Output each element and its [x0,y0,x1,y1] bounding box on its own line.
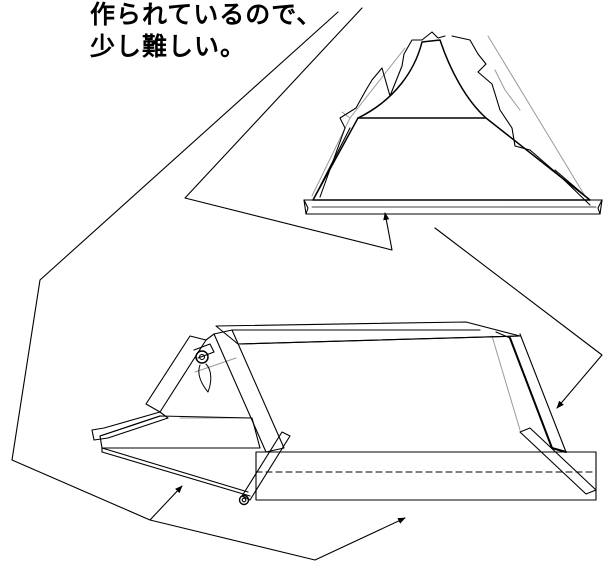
flat-panel-drawing [303,31,603,215]
leader-line-right-roof [434,227,603,409]
caption-line-2: 少し難しい。 [90,32,247,61]
bottom-bolt-icon [238,494,250,506]
assembled-tent-drawing [91,321,597,506]
hinge-bolt-icon [195,350,209,364]
leader-lines [11,7,603,561]
caption-line-1: 作られているので、 [90,0,323,29]
leader-line-caption-top [184,7,393,251]
leader-line-left-long [11,11,339,521]
leader-line-bottom-front [149,517,406,561]
